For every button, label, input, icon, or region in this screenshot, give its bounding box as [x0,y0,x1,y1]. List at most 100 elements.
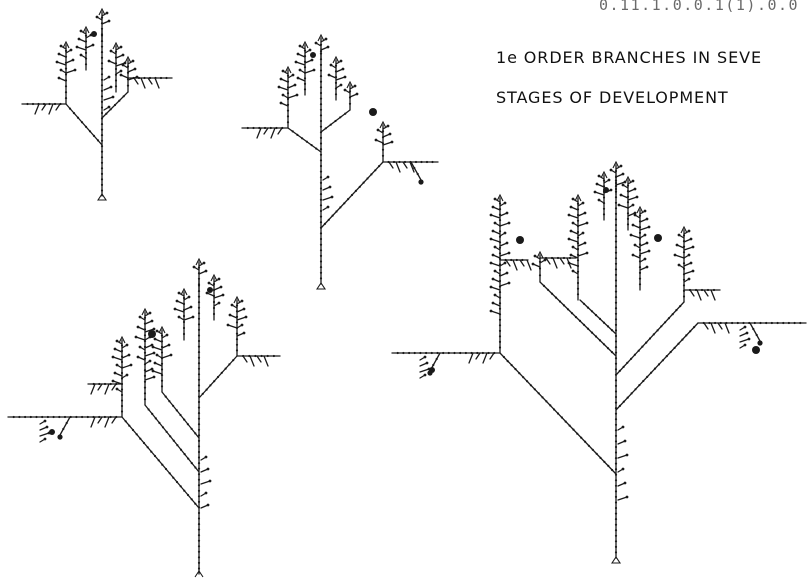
node-dot [89,130,91,132]
node-dot [615,529,617,531]
leaf-dot [231,304,234,307]
twig [491,287,500,290]
leaf-dot [424,356,427,359]
node-dot [325,127,327,129]
hanging-twig [718,323,722,329]
leaf-dot [748,338,751,341]
node-dot [35,416,37,418]
node-dot [101,90,103,92]
node-dot [62,428,64,430]
node-dot [168,400,170,402]
node-dot [320,148,322,150]
node-dot [567,308,569,310]
twig [640,251,649,254]
node-dot [615,224,617,226]
node-dot [144,381,146,383]
leaf-dot [299,69,302,72]
node-dot [101,123,103,125]
node-dot [93,135,95,137]
node-dot [639,249,641,251]
node-dot [677,343,679,345]
leaf-dot [375,139,378,142]
node-dot [320,272,322,274]
node-dot [378,165,380,167]
hanging-twig [257,356,261,362]
node-dot [720,322,722,324]
leaf-dot [220,286,223,289]
node-dot [198,390,200,392]
node-dot [41,416,43,418]
leaf-dot [342,68,345,71]
node-dot [662,359,664,361]
node-dot [198,267,200,269]
node-dot [742,322,744,324]
node-dot [320,232,322,234]
hanging-twig [476,353,480,359]
node-dot [213,283,215,285]
node-dot [499,219,501,221]
node-dot [53,416,55,418]
leaf-dot [377,129,380,132]
leaf-dot [112,380,115,383]
leaf-dot [506,242,509,245]
node-dot [198,534,200,536]
leaf-dot [152,370,155,373]
node-dot [707,289,709,291]
twig [618,497,627,500]
node-dot [320,244,322,246]
node-dot [198,556,200,558]
node-dot [615,463,617,465]
node-dot [752,328,754,330]
twig [145,353,154,356]
leaf-dot [227,324,230,327]
node-dot [101,178,103,180]
node-dot [209,384,211,386]
leaf-dot [648,226,651,229]
node-dot [110,416,112,418]
leaf-dot [327,46,330,49]
leaf-dot [241,324,244,327]
node-dot [415,161,417,163]
node-dot [615,324,617,326]
node-dot [603,208,605,210]
node-dot [320,193,322,195]
leaf-dot [295,61,298,64]
node-dot [144,317,146,319]
node-dot [580,437,582,439]
node-dot [332,215,334,217]
dense-cluster [91,31,97,37]
node-dot [330,124,332,126]
hanging-twig [711,323,715,333]
hanging-twig [105,417,109,427]
node-dot [615,202,617,204]
node-dot [615,352,617,354]
node-dot [165,396,167,398]
twig [40,433,49,436]
hanging-twig [553,258,557,268]
leaf-dot [644,258,647,261]
leaf-dot [207,468,210,471]
node-dot [615,182,617,184]
node-dot [114,104,116,106]
node-dot [660,325,662,327]
leaf-dot [572,246,575,249]
leaf-dot [504,262,507,265]
node-dot [48,103,50,105]
node-dot [623,366,625,368]
node-dot [611,329,613,331]
node-dot [125,420,127,422]
hanging-twig [250,356,254,366]
hanging-twig [112,384,116,390]
node-dot [577,293,579,295]
node-dot [631,392,633,394]
node-dot [577,288,579,290]
node-dot [670,351,672,353]
leaf-dot [137,326,140,329]
leaf-dot [149,312,152,315]
node-dot [499,269,501,271]
leaf-dot [205,270,208,273]
node-dot [202,393,204,395]
node-dot [551,293,553,295]
node-dot [448,352,450,354]
